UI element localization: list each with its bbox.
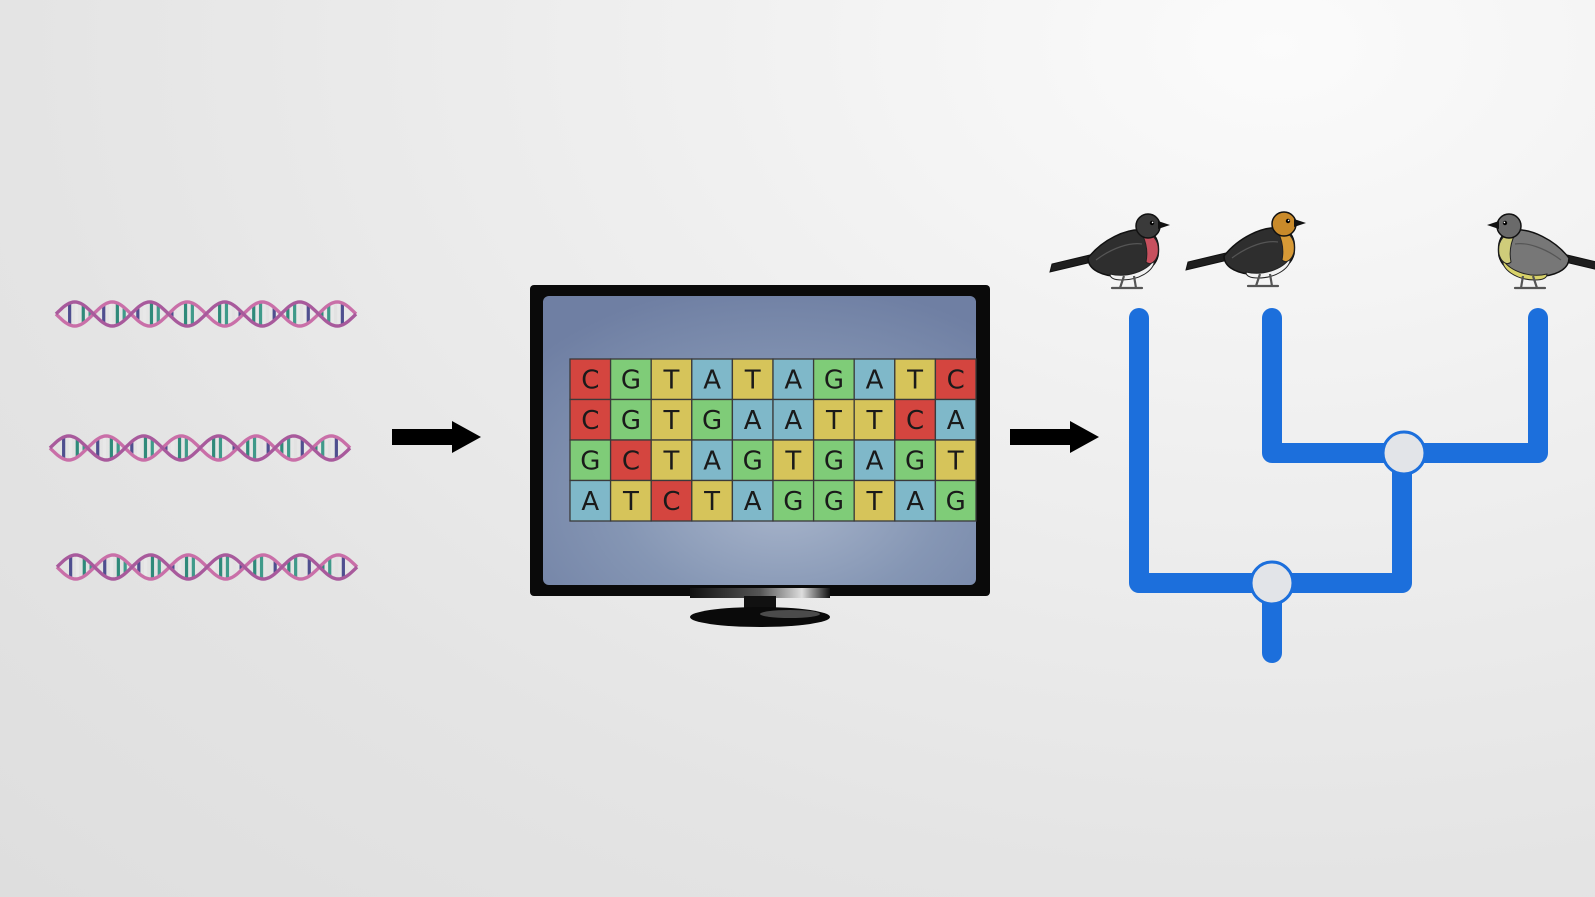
alignment-cell: T [894, 358, 937, 401]
nucleotide-label: A [866, 365, 884, 395]
alignment-cell: T [772, 439, 815, 482]
alignment-cell: C [569, 358, 612, 401]
nucleotide-label: G [824, 365, 844, 395]
alignment-cell: A [569, 479, 612, 522]
alignment-cell: A [691, 358, 734, 401]
alignment-cell: G [812, 439, 855, 482]
nucleotide-label: G [783, 487, 803, 517]
alignment-cell: T [650, 398, 693, 441]
nucleotide-label: A [703, 446, 721, 476]
nucleotide-label: G [702, 406, 722, 436]
alignment-cell: A [934, 398, 977, 441]
bird-orange-head-icon [1185, 211, 1306, 288]
alignment-cell: G [812, 479, 855, 522]
tree-node-ancestor [1381, 430, 1427, 476]
nucleotide-label: G [743, 446, 763, 476]
nucleotide-label: A [744, 487, 762, 517]
nucleotide-label: T [744, 365, 761, 395]
phylogenetic-tree [1129, 308, 1548, 663]
alignment-cell: A [731, 479, 774, 522]
dna-strand-1 [54, 300, 358, 328]
alignment-cell: T [731, 358, 774, 401]
nucleotide-label: A [744, 406, 762, 436]
nucleotide-label: A [866, 446, 884, 476]
nucleotide-label: A [784, 365, 802, 395]
alignment-cell: A [853, 358, 896, 401]
alignment-cell: G [772, 479, 815, 522]
dna-strand-3 [55, 553, 359, 581]
alignment-cell: C [569, 398, 612, 441]
nucleotide-label: T [663, 406, 680, 436]
nucleotide-label: G [824, 487, 844, 517]
dna-strands [48, 300, 359, 581]
nucleotide-label: A [703, 365, 721, 395]
alignment-cell: G [609, 398, 652, 441]
bird-grey-yellow-icon [1487, 213, 1595, 290]
nucleotide-label: G [621, 365, 641, 395]
alignment-cell: T [934, 439, 977, 482]
alignment-cell: T [650, 358, 693, 401]
nucleotide-label: T [906, 365, 923, 395]
nucleotide-label: A [784, 406, 802, 436]
alignment-cell: A [772, 398, 815, 441]
alignment-cell: T [691, 479, 734, 522]
nucleotide-label: G [824, 446, 844, 476]
alignment-cell: G [691, 398, 734, 441]
nucleotide-label: C [662, 487, 680, 517]
alignment-cell: C [609, 439, 652, 482]
nucleotide-label: C [906, 406, 924, 436]
alignment-cell: G [569, 439, 612, 482]
alignment-cell: A [894, 479, 937, 522]
nucleotide-label: C [581, 365, 599, 395]
alignment-cell: C [894, 398, 937, 441]
birds [1049, 211, 1595, 290]
alignment-cell: G [894, 439, 937, 482]
alignment-cell: G [731, 439, 774, 482]
alignment-cell: T [609, 479, 652, 522]
nucleotide-label: C [622, 446, 640, 476]
tree-node-ancestor [1249, 560, 1295, 606]
arrow-right-icon [1010, 421, 1099, 453]
alignment-cell: G [812, 358, 855, 401]
nucleotide-label: G [946, 487, 966, 517]
nucleotide-label: G [905, 446, 925, 476]
alignment-cell: G [609, 358, 652, 401]
nucleotide-label: T [703, 487, 720, 517]
bird-red-throat-icon [1049, 213, 1170, 290]
nucleotide-label: T [866, 406, 883, 436]
nucleotide-label: G [621, 406, 641, 436]
alignment-cell: A [772, 358, 815, 401]
nucleotide-label: A [906, 487, 924, 517]
nucleotide-label: A [947, 406, 965, 436]
alignment-cell: G [934, 479, 977, 522]
nucleotide-label: T [825, 406, 842, 436]
nucleotide-label: C [947, 365, 965, 395]
alignment-cell: C [650, 479, 693, 522]
alignment-cell: A [691, 439, 734, 482]
alignment-cell: T [650, 439, 693, 482]
nucleotide-label: G [580, 446, 600, 476]
alignment-cell: T [853, 479, 896, 522]
nucleotide-label: C [581, 406, 599, 436]
alignment-cell: A [731, 398, 774, 441]
dna-strand-2 [48, 434, 352, 462]
nucleotide-label: T [663, 446, 680, 476]
nucleotide-label: T [947, 446, 964, 476]
alignment-cell: T [812, 398, 855, 441]
alignment-cell: T [853, 398, 896, 441]
alignment-cell: C [934, 358, 977, 401]
nucleotide-label: T [622, 487, 639, 517]
arrow-right-icon [392, 421, 481, 453]
alignment-cell: A [853, 439, 896, 482]
nucleotide-label: A [581, 487, 599, 517]
nucleotide-label: T [866, 487, 883, 517]
nucleotide-label: T [663, 365, 680, 395]
nucleotide-label: T [784, 446, 801, 476]
